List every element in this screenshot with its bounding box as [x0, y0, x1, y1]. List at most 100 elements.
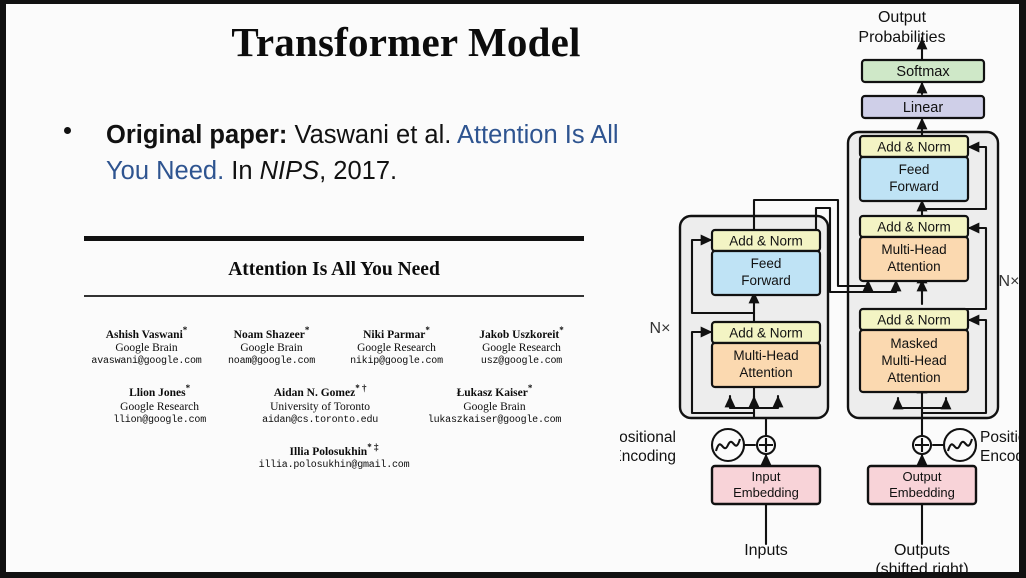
author-entry: Aidan N. Gomez* † University of Toronto …: [235, 381, 405, 428]
bullet-authors: Vaswani et al.: [287, 121, 457, 149]
slide-canvas: Transformer Model Original paper: Vaswan…: [6, 4, 1020, 572]
page-title: Transformer Model: [231, 19, 581, 65]
positional-encoding-right-label-2: Encoding: [980, 448, 1020, 465]
author-affiliation: Google Research: [120, 401, 200, 414]
block-label: Attention: [887, 370, 940, 385]
author-entry: Llion Jones* Google Research llion@googl…: [84, 381, 235, 428]
paper-card: Attention Is All You Need Ashish Vaswani…: [84, 236, 584, 473]
author-mark: *: [527, 383, 533, 394]
block-feed-forward-decoder: Feed Forward: [858, 155, 970, 203]
author-name: Łukasz Kaiser*: [456, 383, 533, 400]
author-entry: Niki Parmar* Google Research nikip@googl…: [334, 323, 459, 370]
block-add-norm-encoder-2: Add & Norm: [710, 228, 822, 253]
author-email: llion@google.com: [113, 415, 207, 427]
author-name: Ashish Vaswani*: [105, 324, 188, 341]
block-label: Attention: [887, 259, 940, 274]
positional-encoding-right-icon: [942, 427, 978, 463]
block-add-norm-decoder-2: Add & Norm: [858, 214, 970, 239]
block-label: Linear: [903, 100, 943, 116]
positional-add-left-icon: [755, 434, 777, 456]
author-row-2: Llion Jones* Google Research llion@googl…: [84, 381, 584, 428]
author-row-3: Illia Polosukhin* ‡ illia.polosukhin@gma…: [84, 440, 584, 473]
author-affiliation: Google Brain: [240, 342, 303, 355]
author-email: noam@google.com: [227, 356, 315, 368]
positional-encoding-right-label: Positional: [980, 429, 1020, 446]
author-name: Noam Shazeer*: [233, 324, 310, 341]
author-email: nikip@google.com: [350, 356, 443, 368]
block-input-embedding: Input Embedding: [710, 464, 822, 506]
block-label: Add & Norm: [877, 140, 951, 155]
author-entry: Illia Polosukhin* ‡ illia.polosukhin@gma…: [253, 440, 416, 473]
paper-rule-top: [84, 236, 584, 241]
block-masked-multi-head-attention: Masked Multi-Head Attention: [858, 328, 970, 394]
block-label: Input: [752, 469, 781, 484]
author-name: Llion Jones*: [129, 383, 191, 400]
author-name: Niki Parmar*: [363, 324, 430, 341]
block-softmax: Softmax: [860, 58, 986, 84]
block-label: Embedding: [889, 485, 955, 500]
paper-title: Attention Is All You Need: [228, 259, 440, 280]
author-affiliation: Google Research: [357, 342, 436, 355]
author-entry: Jakob Uszkoreit* Google Research usz@goo…: [459, 323, 584, 370]
output-probabilities-label: Output: [878, 9, 927, 26]
bullet-venue: NIPS: [259, 157, 320, 185]
positional-encoding-left-label: Positional: [620, 429, 676, 446]
positional-add-right-icon: [911, 434, 933, 456]
bullet-text: Original paper: Vaswani et al. Attention…: [106, 117, 632, 189]
outputs-label: Outputs: [894, 542, 950, 559]
bullet-in: In: [224, 157, 260, 185]
output-probabilities-label-2: Probabilities: [858, 29, 945, 46]
block-multi-head-attention-decoder: Multi-Head Attention: [858, 235, 970, 283]
block-label: Add & Norm: [729, 326, 803, 341]
block-label: Add & Norm: [877, 313, 951, 328]
paper-rule-bottom: [84, 295, 584, 297]
bullet-year: , 2017.: [319, 157, 398, 185]
author-name: Aidan N. Gomez* †: [273, 383, 367, 400]
author-email: illia.polosukhin@gmail.com: [258, 459, 410, 471]
author-mark: *: [185, 383, 191, 394]
author-email: lukaszkaiser@google.com: [427, 415, 562, 427]
block-label: Output: [902, 469, 941, 484]
bullet-dot-icon: [64, 127, 71, 134]
paper-link[interactable]: Attention Is All You Need.: [106, 121, 619, 185]
block-label: Multi-Head: [881, 242, 946, 257]
nx-encoder-label: N×: [650, 320, 671, 337]
block-label: Masked: [890, 336, 937, 351]
author-entry: Łukasz Kaiser* Google Brain lukaszkaiser…: [405, 381, 584, 428]
block-multi-head-attention-encoder: Multi-Head Attention: [710, 341, 822, 389]
author-mark: *: [559, 324, 564, 335]
outputs-shifted-label: (shifted right): [875, 561, 968, 572]
author-email: usz@google.com: [480, 356, 563, 368]
block-label: Add & Norm: [729, 234, 803, 249]
block-label: Add & Norm: [877, 220, 951, 235]
author-mark: *: [304, 324, 310, 335]
author-email: avaswani@google.com: [91, 356, 202, 368]
block-add-norm-decoder-3: Add & Norm: [858, 134, 970, 159]
author-affiliation: Google Brain: [115, 342, 178, 355]
author-affiliation: Google Brain: [463, 401, 526, 414]
positional-encoding-left-label-2: Encoding: [620, 448, 676, 465]
block-label: Softmax: [896, 64, 950, 80]
author-name: Jakob Uszkoreit*: [479, 324, 564, 341]
author-row-1: Ashish Vaswani* Google Brain avaswani@go…: [84, 323, 584, 370]
author-entry: Noam Shazeer* Google Brain noam@google.c…: [209, 323, 334, 370]
bullet-label: Original paper:: [106, 121, 288, 149]
author-name: Illia Polosukhin* ‡: [289, 442, 379, 458]
author-mark: *: [425, 324, 430, 335]
transformer-architecture-diagram: Softmax Linear Add & Norm Feed Forward A…: [620, 4, 1020, 572]
inputs-label: Inputs: [744, 542, 788, 559]
author-mark: * †: [355, 383, 367, 394]
block-label: Feed: [751, 256, 782, 271]
block-add-norm-decoder-1: Add & Norm: [858, 307, 970, 332]
block-label: Embedding: [733, 485, 799, 500]
block-label: Attention: [739, 365, 792, 380]
block-label: Feed: [899, 162, 930, 177]
author-email: aidan@cs.toronto.edu: [262, 415, 379, 427]
author-mark: *: [182, 324, 188, 335]
bullet-item: Original paper: Vaswani et al. Attention…: [52, 117, 632, 189]
block-add-norm-encoder-1: Add & Norm: [710, 320, 822, 345]
author-affiliation: University of Toronto: [270, 401, 371, 414]
block-feed-forward-encoder: Feed Forward: [710, 249, 822, 297]
block-output-embedding: Output Embedding: [866, 464, 978, 506]
author-mark: * ‡: [367, 442, 379, 453]
